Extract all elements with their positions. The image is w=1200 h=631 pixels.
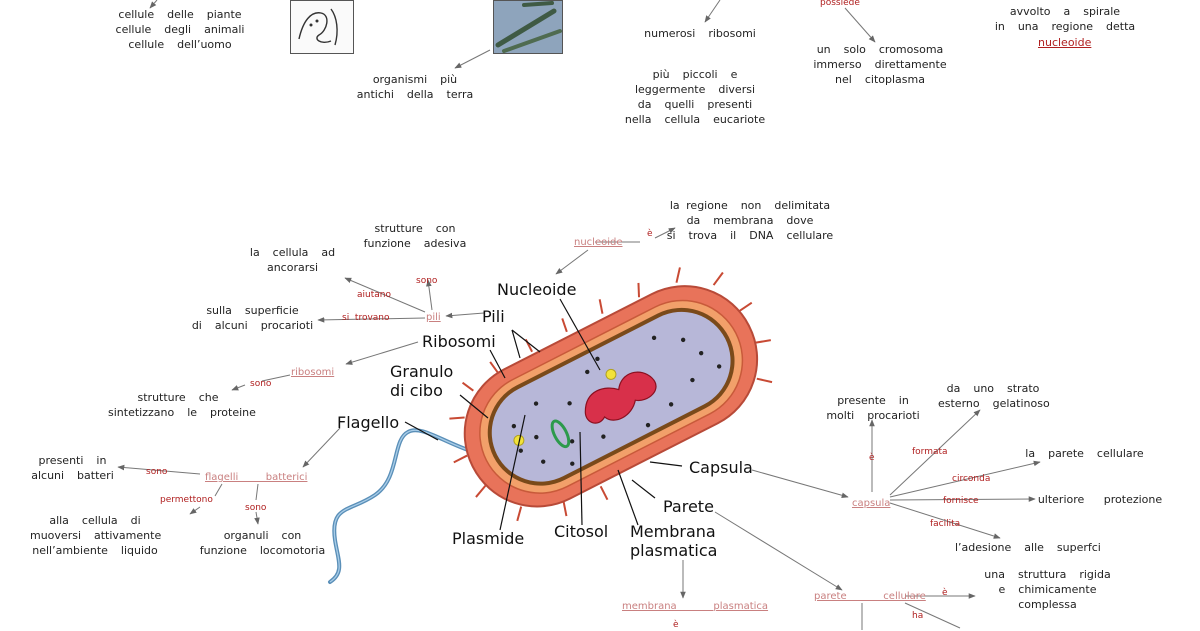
flagelli-sono2-label: sono: [245, 503, 267, 513]
capsula-facilita-label: facilita: [930, 519, 961, 529]
bacteria-photo-image: [493, 0, 563, 54]
numerous-ribosomes-text: numerosi ribosomi: [644, 27, 756, 40]
capsula-wall-text: la parete cellulare: [1025, 447, 1144, 460]
nucleoide-e-label: è: [647, 229, 653, 239]
figure-label-pili: Pili: [482, 307, 505, 326]
nucleoide-link[interactable]: nucleoide: [574, 237, 623, 248]
capsula-link[interactable]: capsula: [852, 498, 891, 509]
figure-label-membrana: Membrana plasmatica: [630, 522, 718, 560]
pili-link[interactable]: pili: [426, 312, 441, 323]
ribosomi-sono-label: sono: [250, 379, 272, 389]
capsula-protection-text: ulteriore protezione: [1037, 493, 1163, 506]
capsula-adhesion-text: l’adesione alle superfci: [955, 541, 1101, 554]
flagelli-organuli-text: organuli con funzione locomotoria: [199, 529, 326, 557]
pili-sono-label: sono: [416, 276, 438, 286]
figure-label-granulo: Granulo di cibo: [390, 362, 454, 400]
capsula-layer-text: da uno strato esterno gelatinoso: [938, 382, 1050, 410]
nucleoide-definition: la regione non delimitata da membrana do…: [666, 199, 834, 242]
one-chromosome-text: un solo cromosoma immerso direttamente n…: [813, 43, 947, 86]
ancient-organisms-text: organismi più antichi della terra: [356, 73, 474, 101]
membrana-plasmatica-link[interactable]: membrana plasmatica: [622, 601, 769, 612]
pili-si-trovano-label: si trovano: [342, 313, 390, 323]
ribosomi-link[interactable]: ribosomi: [291, 367, 335, 378]
smaller-ribosomes-text: più piccoli e leggermente diversi da que…: [624, 68, 766, 126]
capsula-e-label: è: [869, 453, 875, 463]
capsula-formata-label: formata: [912, 447, 948, 457]
parete-ha-label: ha: [912, 611, 924, 621]
figure-label-nucleoide: Nucleoide: [497, 280, 577, 299]
parete-e-label: è: [942, 588, 948, 598]
nucleoide-top-link[interactable]: nucleoide: [1038, 36, 1092, 49]
possiede-label: possiede: [820, 0, 860, 8]
pili-anchor-text: la cellula ad ancorarsi: [249, 246, 336, 274]
flagelli-link[interactable]: flagelli batterici: [205, 472, 308, 483]
figure-label-capsula: Capsula: [689, 458, 753, 477]
figure-label-flagello: Flagello: [337, 413, 400, 432]
figure-label-citosol: Citosol: [554, 522, 609, 541]
membrana-e-label: è: [673, 620, 679, 630]
cells-list-text: cellule delle piante cellule degli anima…: [115, 8, 245, 51]
figure-label-plasmide: Plasmide: [452, 529, 525, 548]
ribosomi-definition: strutture che sintetizzano le proteine: [108, 391, 256, 419]
parete-definition: una struttura rigida e chimicamente comp…: [984, 568, 1111, 611]
capsula-present-text: presente in molti procarioti: [826, 394, 920, 422]
dna-spiral-text: il DNA è avvolto a spirale in una region…: [994, 0, 1136, 33]
bacteria-sketch-image: [290, 0, 354, 54]
capsula-circonda-label: circonda: [952, 474, 991, 484]
parete-cellulare-link[interactable]: parete cellulare: [814, 591, 926, 602]
pili-surface-text: sulla superficie di alcuni procarioti: [191, 304, 314, 332]
flagelli-sono-label: sono: [146, 467, 168, 477]
flagelli-present-text: presenti in alcuni batteri: [31, 454, 114, 482]
pili-aiutano-label: aiutano: [357, 290, 391, 300]
figure-label-parete: Parete: [663, 497, 714, 516]
flagelli-move-text: alla cellula di muoversi attivamente nel…: [30, 514, 162, 557]
capsula-fornisce-label: fornisce: [943, 496, 979, 506]
figure-label-ribosomi: Ribosomi: [422, 332, 496, 351]
pili-adhesive-text: strutture con funzione adesiva: [363, 222, 467, 250]
flagelli-permettono-label: permettono: [160, 495, 213, 505]
